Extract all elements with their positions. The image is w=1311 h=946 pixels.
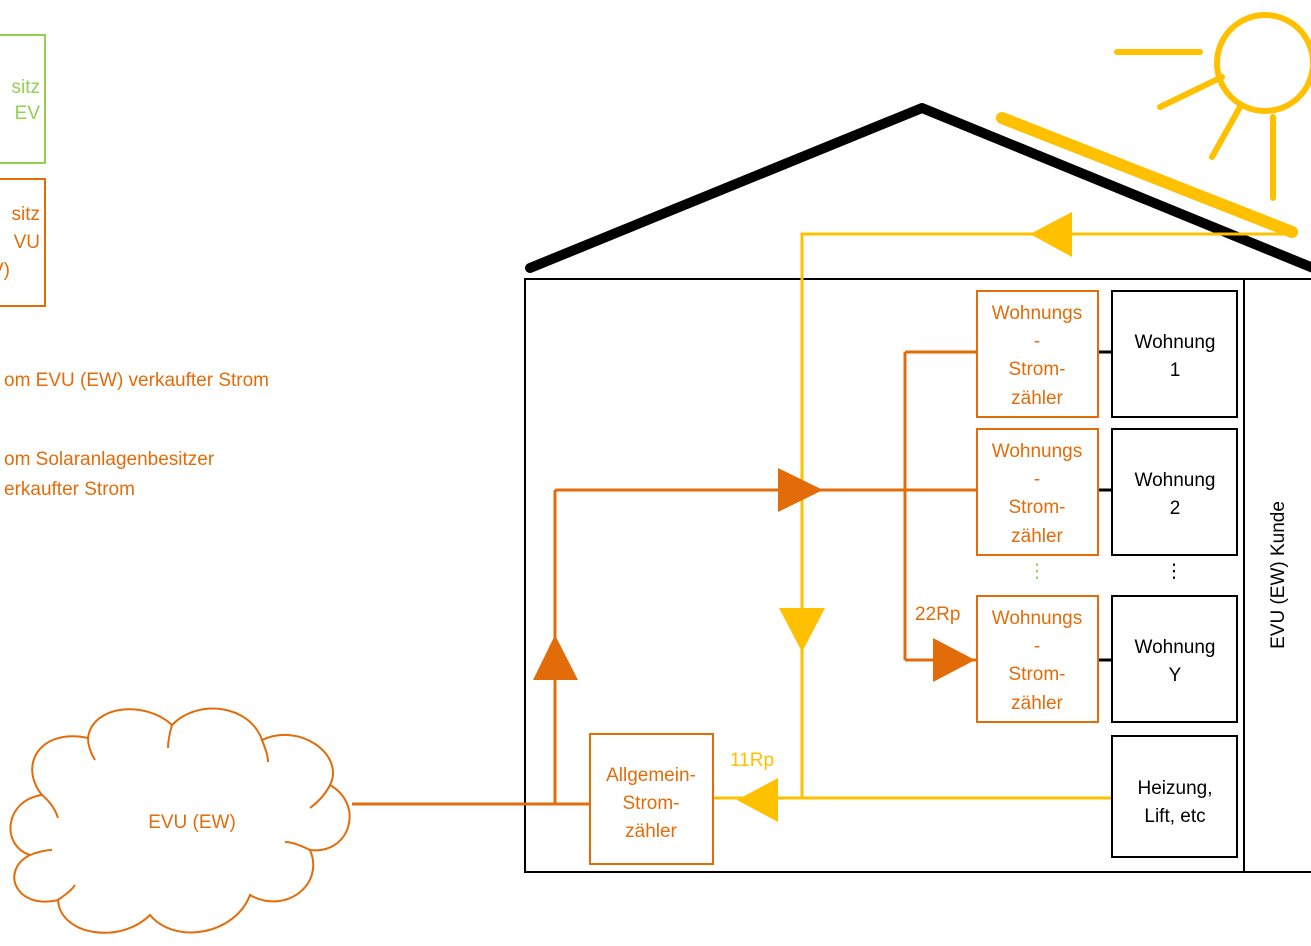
sun-icon <box>1114 12 1311 201</box>
grid-arrow-up <box>533 635 578 680</box>
apartment-y-label: Wohnung <box>1135 637 1216 658</box>
apartment-meter-1-line-1: Wohnungs <box>992 303 1083 324</box>
legend-green-text-2: EV <box>15 103 41 124</box>
apartment-meter-1-line-3: Strom- <box>1009 359 1066 380</box>
apartment-2-number: 2 <box>1170 498 1181 519</box>
apartment-meter-y-line-4: zähler <box>1011 693 1063 714</box>
general-meter-line-1: Allgemein- <box>606 765 696 786</box>
apartment-ellipsis: ⋮ <box>1165 561 1184 582</box>
meter-apartment-connectors <box>1098 350 1112 662</box>
apartment-meter-y-line-1: Wohnungs <box>992 608 1083 629</box>
house-body <box>524 278 1311 873</box>
common-consumers: Heizung, Lift, etc <box>1111 735 1238 858</box>
apartment-1-number: 1 <box>1170 360 1181 381</box>
legend-orange-text-1: sitz <box>12 204 41 225</box>
price-11rp: 11Rp <box>730 750 774 771</box>
apartment-meter-ellipsis: ⋮ <box>1028 561 1047 582</box>
apartment-meter-2: Wohnungs - Strom- zähler <box>976 428 1099 556</box>
apartment-meter-2-line-1: Wohnungs <box>992 441 1083 462</box>
apartment-y: Wohnung Y <box>1111 595 1238 723</box>
price-22rp: 22Rp <box>915 604 960 625</box>
legend-solar-strom-label-2: erkaufter Strom <box>4 479 135 500</box>
apartment-meter-y: Wohnungs - Strom- zähler <box>976 595 1099 723</box>
solar-arrow-to-meter <box>737 778 778 822</box>
general-meter-line-3: zähler <box>625 821 677 842</box>
apartment-meter-y-line-3: Strom- <box>1009 664 1066 685</box>
apartment-meter-1-line-2: - <box>1034 331 1040 352</box>
apartment-meter-1: Wohnungs - Strom- zähler <box>976 290 1099 418</box>
solar-arrow-left <box>1030 212 1072 257</box>
apartment-meter-y-line-2: - <box>1034 636 1040 657</box>
legend-orange-box <box>0 178 46 307</box>
apartment-meter-2-line-4: zähler <box>1011 526 1063 547</box>
apartment-meter-2-line-3: Strom- <box>1009 497 1066 518</box>
legend-green-text-1: sitz <box>12 77 41 98</box>
solar-panel <box>996 112 1298 238</box>
customer-side-label: EVU (EW) Kunde <box>1268 501 1289 649</box>
apartment-2: Wohnung 2 <box>1111 428 1238 556</box>
grid-arrow-right <box>778 468 823 512</box>
legend-orange-text-2: VU <box>14 232 40 253</box>
grid-arrow-to-meter-y <box>933 638 975 682</box>
evu-cloud <box>9 707 351 934</box>
apartment-y-number: Y <box>1169 665 1182 686</box>
legend-evu-strom-label: om EVU (EW) verkaufter Strom <box>4 370 269 391</box>
apartment-meter-2-line-2: - <box>1034 469 1040 490</box>
house-roof <box>525 103 1311 273</box>
apartment-1-label: Wohnung <box>1135 332 1216 353</box>
cloud-label: EVU (EW) <box>148 812 236 833</box>
solar-arrow-down <box>779 608 825 652</box>
legend-solar-strom-label-1: om Solaranlagenbesitzer <box>4 449 215 470</box>
apartment-1: Wohnung 1 <box>1111 290 1238 418</box>
general-meter-line-2: Strom- <box>623 793 680 814</box>
general-meter-box <box>589 733 714 865</box>
legend-orange-text-3: V) <box>0 260 10 281</box>
apartment-2-label: Wohnung <box>1135 470 1216 491</box>
apartment-meter-1-line-4: zähler <box>1011 388 1063 409</box>
common-consumers-line-2: Lift, etc <box>1144 806 1205 827</box>
common-consumers-line-1: Heizung, <box>1138 778 1213 799</box>
legend-green-box <box>0 34 46 164</box>
